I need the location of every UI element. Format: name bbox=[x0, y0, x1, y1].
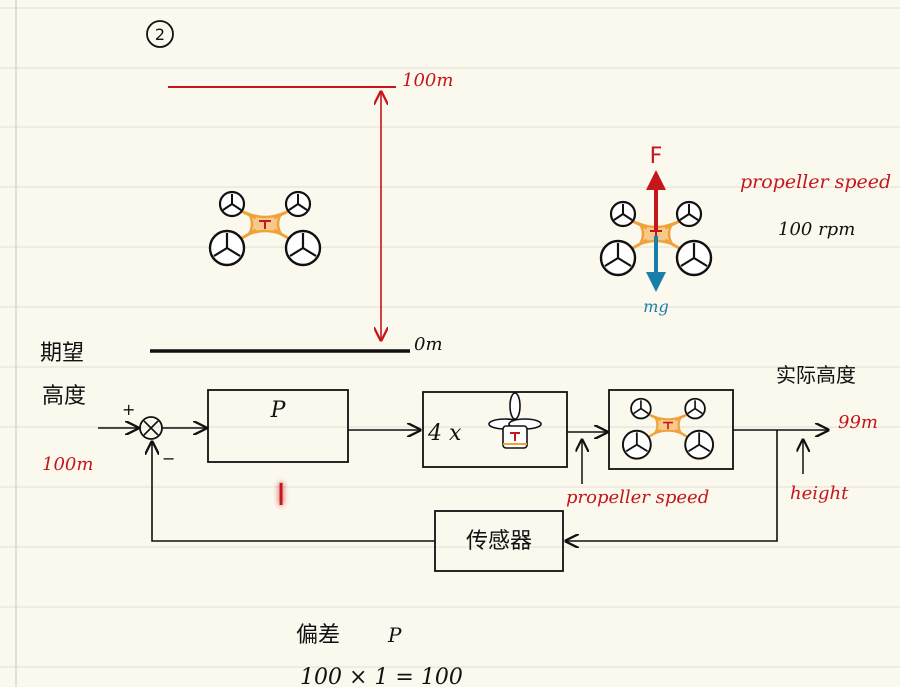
controller-block bbox=[207, 389, 349, 463]
desired-height-label-2: 高度 bbox=[42, 384, 86, 409]
summing-junction bbox=[139, 416, 163, 440]
propeller-speed-title: propeller speed bbox=[740, 171, 891, 193]
desired-height-label-1: 期望 bbox=[40, 341, 84, 366]
actuator-label: 4 x bbox=[427, 421, 462, 446]
section-number-text: 2 bbox=[155, 25, 165, 44]
thrust-label: F bbox=[650, 144, 663, 169]
actuator-block bbox=[422, 391, 568, 468]
rpm-value: 100 rpm bbox=[778, 219, 855, 240]
top-altitude-label: 100m bbox=[402, 70, 453, 91]
propeller-annotation: propeller speed bbox=[566, 487, 709, 508]
integral-mark: I bbox=[277, 478, 286, 513]
gravity-label: mg bbox=[643, 297, 668, 316]
drone-icon bbox=[208, 190, 322, 267]
p-note-label: P bbox=[387, 623, 402, 647]
ruled-lines bbox=[0, 7, 900, 668]
desired-height-value: 100m bbox=[42, 454, 93, 475]
minus-sign: − bbox=[162, 449, 175, 468]
actual-height-label: 实际高度 bbox=[776, 363, 856, 387]
feedback-path-left bbox=[152, 442, 435, 542]
plant-drone-icon bbox=[621, 397, 715, 460]
section-number: 2 bbox=[146, 20, 174, 48]
sensor-label: 传感器 bbox=[466, 529, 532, 554]
actual-height-value: 99m bbox=[838, 412, 878, 433]
error-note-label: 偏差 bbox=[296, 623, 340, 648]
controller-label: P bbox=[270, 398, 287, 423]
ground-altitude-label: 0m bbox=[414, 334, 443, 355]
feedback-path-right bbox=[566, 430, 778, 541]
height-annotation: height bbox=[790, 483, 849, 504]
equation-note: 100 × 1 = 100 bbox=[300, 665, 463, 687]
plus-sign: + bbox=[122, 400, 135, 419]
motor-icon bbox=[488, 392, 542, 449]
